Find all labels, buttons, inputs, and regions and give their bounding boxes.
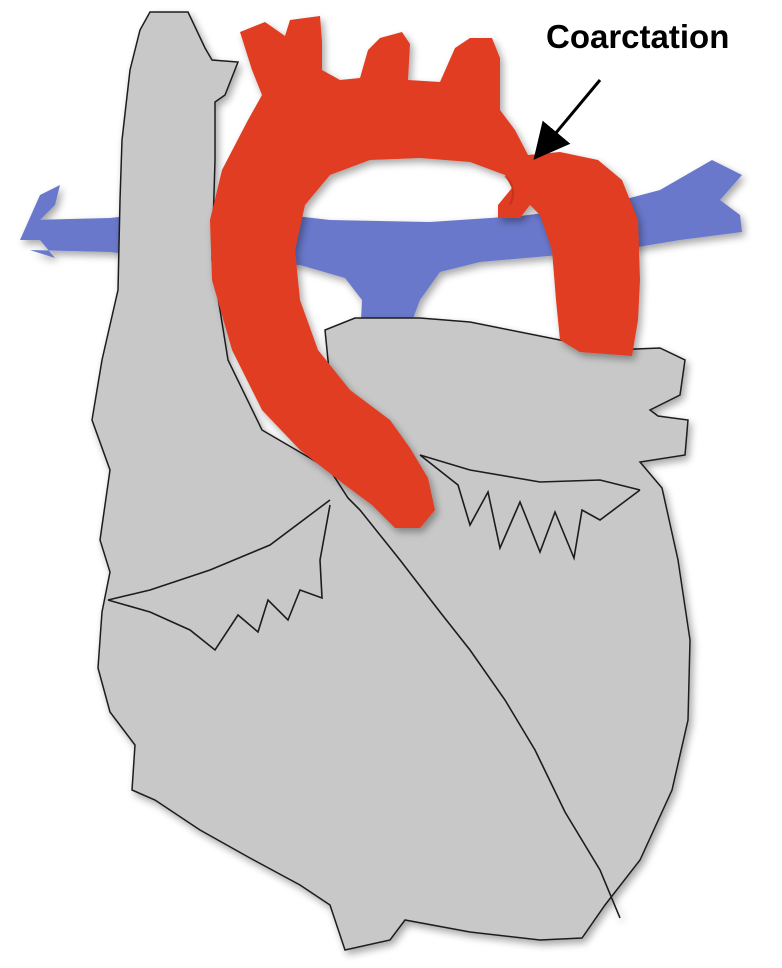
coarctation-label: Coarctation xyxy=(546,18,729,55)
pointer-arrow-icon xyxy=(545,80,600,146)
